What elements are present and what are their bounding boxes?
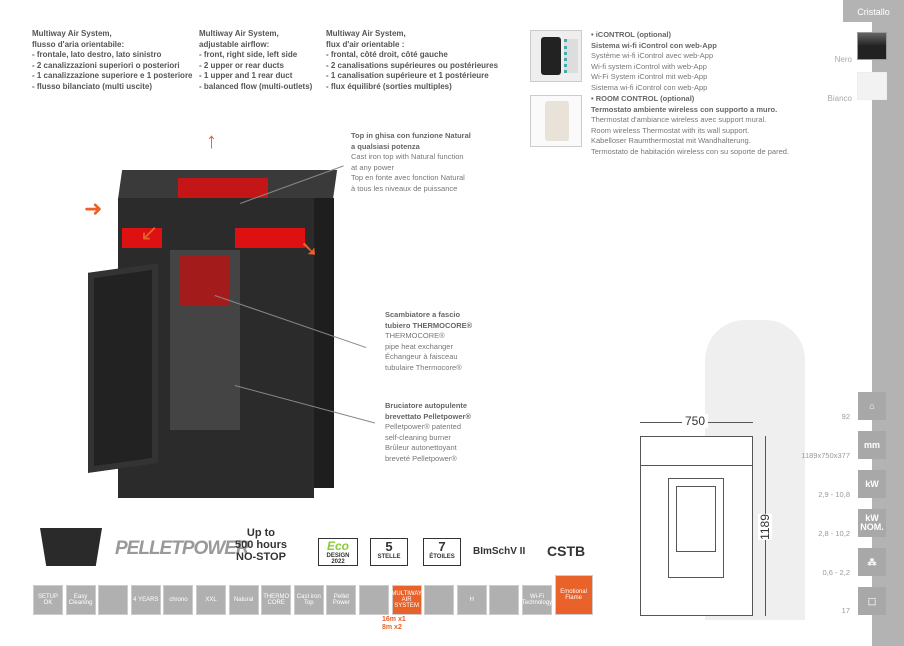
feature-icon: THERMO CORE: [261, 585, 292, 615]
swatch-label-bianco: Bianco: [827, 94, 852, 103]
spec-value: 1189x750x377: [801, 451, 850, 460]
width-dimension: 750: [682, 414, 709, 428]
airflow-text-it: Multiway Air System,flusso d'aria orient…: [32, 29, 193, 91]
room-control-image: [530, 95, 582, 147]
airflow-text-en: Multiway Air System,adjustable airflow:-…: [199, 29, 313, 91]
feature-icon: 4 YEARS: [130, 585, 161, 615]
room-control-text: • ROOM CONTROL (optional)Termostato ambi…: [591, 94, 790, 156]
feature-icon: [424, 585, 455, 615]
feature-icon: Pellet Power: [326, 585, 357, 615]
cstb-badge: CSTB: [547, 543, 586, 559]
swatch-nero[interactable]: [857, 32, 887, 60]
feature-icon: chrono: [163, 585, 194, 615]
swatch-label-nero: Nero: [834, 55, 852, 64]
dimensions-icon: mm: [858, 431, 886, 459]
icontrol-image: [530, 30, 582, 82]
feature-icon: XXL: [196, 585, 226, 615]
bimschv-badge: BImSchV II: [473, 546, 526, 557]
side-band: [872, 0, 904, 646]
height-dimension: 1189: [757, 514, 772, 540]
hopper-icon: ⬚: [858, 587, 886, 615]
spec-value: 17: [841, 606, 850, 615]
feature-icon: Natural: [228, 585, 259, 615]
spec-value: 2,8 - 10,2: [818, 529, 850, 538]
feature-icon: Wi-Fi Technology: [522, 585, 552, 615]
pelletpower-logo: PELLETPOWER: [115, 538, 250, 559]
house-icon: ⌂: [858, 392, 886, 420]
feature-icon: Cast iron Top: [293, 585, 324, 615]
feature-icon: [489, 585, 520, 615]
feature-icon: Emotional Flame: [554, 575, 593, 615]
spec-value: 0,6 - 2,2: [822, 568, 850, 577]
swatch-bianco[interactable]: [857, 72, 887, 100]
feature-icon: H: [456, 585, 487, 615]
icontrol-text: • iCONTROL (optional)Sistema wi-fi iCont…: [591, 30, 717, 92]
burner-image: [40, 528, 102, 566]
feature-icon: [359, 585, 389, 615]
finish-title: Cristallo: [843, 0, 904, 22]
airflow-text-fr: Multiway Air System,flux d'air orientabl…: [326, 29, 499, 91]
feature-icon: Easy Cleaning: [65, 585, 96, 615]
pellet-icon: ⁂: [858, 548, 886, 576]
spec-value: 92: [841, 412, 850, 421]
spec-value: 2,9 - 10,8: [818, 490, 850, 499]
feature-icon: MULTIWAY AIR SYSTEM: [391, 585, 422, 615]
power-flame-icon: kW: [858, 470, 886, 498]
feature-icon: SETUP OK: [33, 585, 63, 615]
feature-icon: [98, 585, 129, 615]
nominal-power-icon: kW NOM.: [858, 509, 886, 537]
